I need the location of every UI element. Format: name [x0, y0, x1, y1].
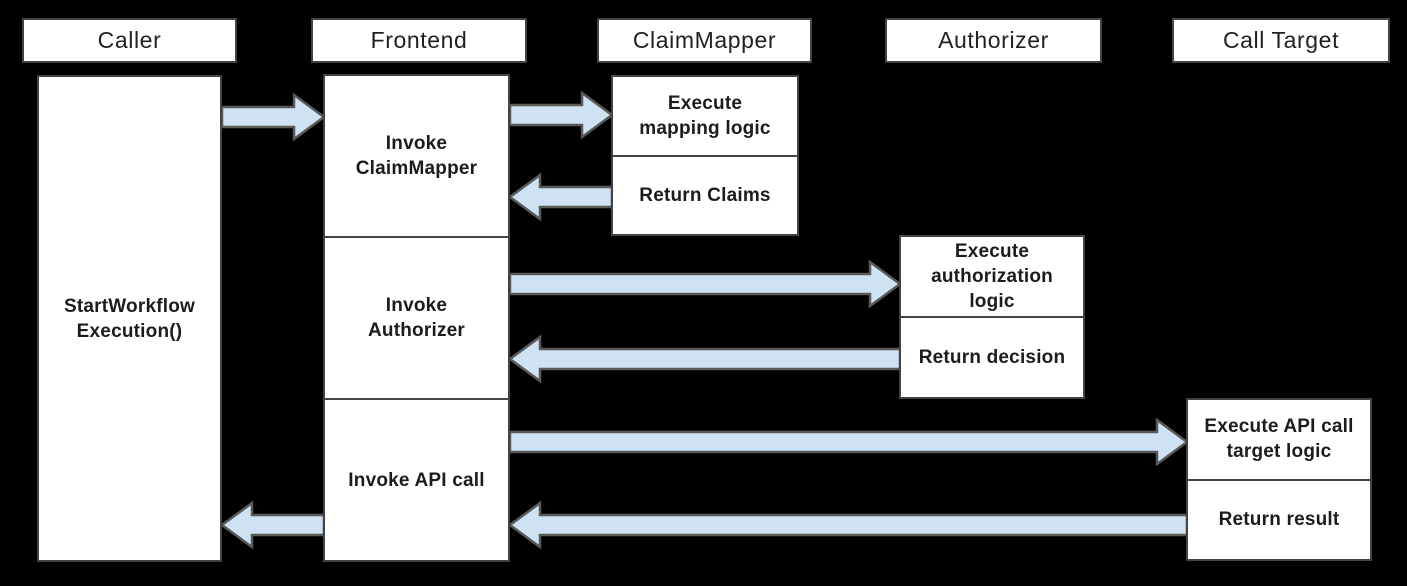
lane-header-authorizer-label: Authorizer [938, 27, 1049, 53]
arrow-caller-to-frontend-icon [220, 92, 327, 142]
caller-activity-label: StartWorkflow Execution() [63, 295, 196, 342]
calltarget-return-box: Return result [1188, 478, 1370, 560]
lane-header-caller-label: Caller [97, 27, 162, 53]
arrow-frontend-to-caller-icon [219, 500, 326, 550]
authorizer-execute-label: Execute authorization logic [931, 241, 1053, 312]
claimmapper-execute-label: Execute mapping logic [639, 92, 771, 139]
authorizer-activity-stack: Execute authorization logic Return decis… [899, 235, 1085, 399]
arrow-calltarget-to-frontend-icon [507, 500, 1189, 550]
calltarget-return-label: Return result [1218, 509, 1340, 531]
lane-header-frontend-label: Frontend [370, 27, 468, 53]
lane-header-caller: Caller [22, 18, 237, 63]
lane-header-claimmapper-label: ClaimMapper [632, 27, 777, 53]
calltarget-execute-label: Execute API call target logic [1204, 416, 1354, 463]
authorizer-return-label: Return decision [918, 347, 1066, 368]
lane-header-frontend: Frontend [311, 18, 527, 63]
lane-header-authorizer: Authorizer [885, 18, 1102, 63]
arrow-authorizer-to-frontend-icon [507, 334, 902, 384]
arrow-frontend-to-authorizer-icon [508, 259, 903, 309]
frontend-invoke-authorizer-box: Invoke Authorizer [325, 236, 508, 398]
frontend-activity-stack: Invoke ClaimMapper Invoke Authorizer Inv… [323, 74, 510, 562]
frontend-invoke-api-call-label: Invoke API call [348, 469, 485, 491]
claimmapper-activity-stack: Execute mapping logic Return Claims [611, 75, 799, 236]
authorizer-return-box: Return decision [901, 316, 1083, 397]
arrow-frontend-to-calltarget-icon [508, 417, 1190, 467]
frontend-invoke-claimmapper-label: Invoke ClaimMapper [355, 133, 478, 179]
arrow-claimmapper-to-frontend-icon [507, 172, 614, 222]
claimmapper-execute-box: Execute mapping logic [613, 77, 797, 155]
authorizer-execute-box: Execute authorization logic [901, 237, 1083, 316]
frontend-invoke-authorizer-label: Invoke Authorizer [368, 295, 465, 341]
frontend-invoke-claimmapper-box: Invoke ClaimMapper [325, 76, 508, 236]
claimmapper-return-box: Return Claims [613, 154, 797, 235]
caller-activity-box: StartWorkflow Execution() [37, 75, 222, 562]
arrow-frontend-to-claimmapper-icon [508, 90, 615, 140]
calltarget-activity-stack: Execute API call target logic Return res… [1186, 398, 1372, 561]
frontend-invoke-api-call-box: Invoke API call [325, 398, 508, 560]
calltarget-execute-box: Execute API call target logic [1188, 400, 1370, 479]
claimmapper-return-label: Return Claims [639, 184, 771, 206]
lane-header-calltarget-label: Call Target [1222, 27, 1340, 53]
lane-header-calltarget: Call Target [1172, 18, 1390, 63]
lane-header-claimmapper: ClaimMapper [597, 18, 812, 63]
